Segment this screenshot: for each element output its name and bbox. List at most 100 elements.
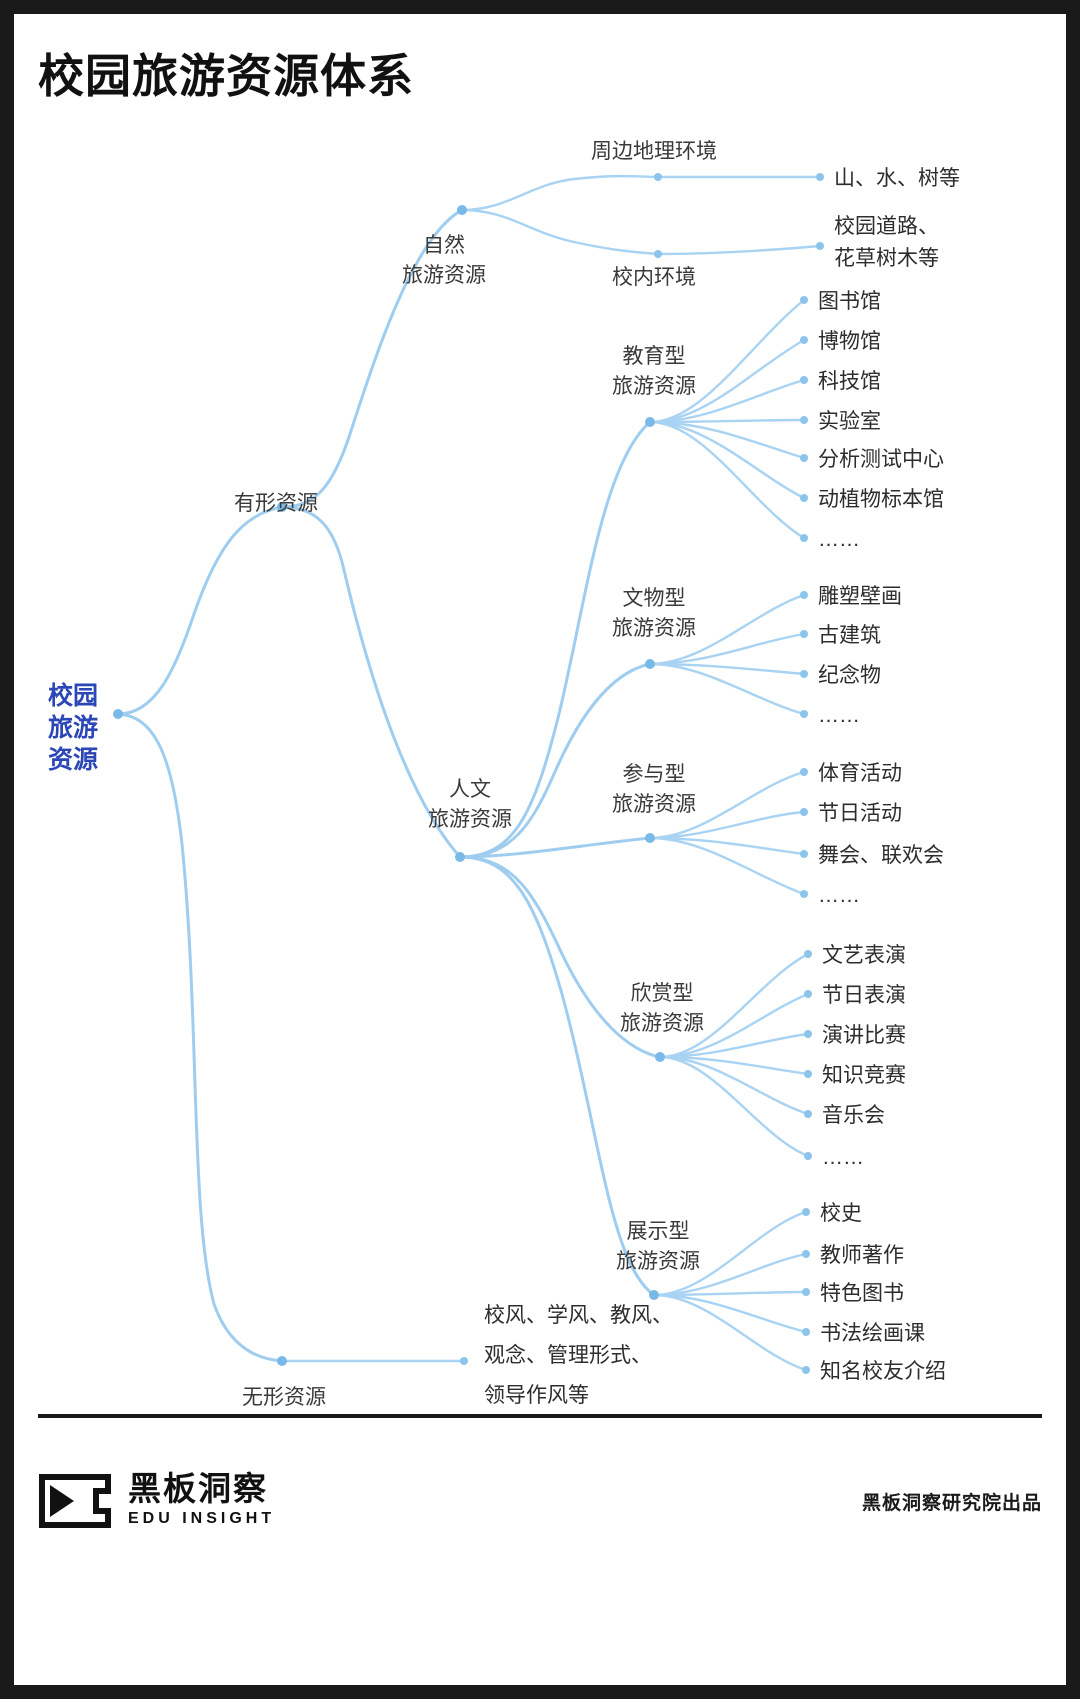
node-appreciation-line1: 欣赏型 [631, 982, 694, 1005]
node-dot-natural [457, 205, 467, 215]
leaf-mountain-water-tree[interactable]: 山、水、树等 [834, 167, 960, 190]
node-dot-appreciation [655, 1052, 665, 1062]
node-dot-tangible [277, 502, 287, 512]
node-intangible-leaf[interactable]: 校风、学风、教风、 观念、管理形式、 领导作风等 [484, 1304, 673, 1407]
link-group-education [648, 298, 806, 540]
leaf-sports-activity[interactable]: 体育活动 [818, 762, 902, 785]
link-group-root [116, 505, 284, 1363]
node-humanistic-line1: 人文 [449, 778, 491, 801]
leaf-campus-roads-line1: 校园道路、 [834, 215, 939, 238]
node-exhibition-line1: 展示型 [627, 1220, 690, 1243]
leaf-group-participatory: 体育活动 节日活动 舞会、联欢会 …… [818, 762, 944, 907]
node-education-line1: 教育型 [623, 345, 686, 368]
leaf-calligraphy-painting[interactable]: 书法绘画课 [820, 1322, 925, 1345]
node-participatory[interactable]: 参与型 旅游资源 [612, 763, 696, 816]
leaf-dots [460, 173, 824, 1374]
brand-text: 黑板洞察 EDU INSIGHT [128, 1469, 276, 1530]
node-relics[interactable]: 文物型 旅游资源 [612, 587, 696, 640]
leaf-special-books[interactable]: 特色图书 [820, 1282, 904, 1305]
node-participatory-line1: 参与型 [623, 763, 686, 786]
leaf-speech-contest[interactable]: 演讲比赛 [822, 1024, 906, 1047]
page-title: 校园旅游资源体系 [38, 50, 414, 102]
leaf-group-relics: 雕塑壁画 古建筑 纪念物 …… [818, 585, 902, 727]
node-geo-environment[interactable]: 周边地理环境 [591, 140, 717, 163]
leaf-relics-more[interactable]: …… [818, 704, 860, 727]
leaf-museum[interactable]: 博物馆 [818, 330, 881, 353]
node-intangible-leaf-line3: 领导作风等 [484, 1384, 589, 1407]
node-participatory-line2: 旅游资源 [612, 793, 696, 816]
leaf-campus-roads[interactable]: 校园道路、 花草树木等 [834, 215, 939, 270]
link-group-appreciation [658, 952, 810, 1158]
leaf-campus-roads-line2: 花草树木等 [834, 247, 939, 270]
footer: 黑板洞察 EDU INSIGHT 黑板洞察研究院出品 [38, 1446, 1042, 1556]
leaf-group-appreciation: 文艺表演 节日表演 演讲比赛 知识竞赛 音乐会 …… [822, 944, 906, 1169]
brand-name-cn: 黑板洞察 [128, 1469, 268, 1507]
node-dot-participatory [645, 833, 655, 843]
node-root-line3: 资源 [48, 746, 98, 774]
leaf-laboratory[interactable]: 实验室 [818, 410, 881, 433]
edu-insight-logo-icon [39, 1474, 111, 1528]
leaf-education-more[interactable]: …… [818, 528, 860, 551]
leaf-famous-alumni[interactable]: 知名校友介绍 [820, 1360, 946, 1383]
leaf-specimen-museum[interactable]: 动植物标本馆 [818, 488, 944, 511]
leaf-festival-activity[interactable]: 节日活动 [818, 802, 902, 825]
node-dot-humanistic [455, 852, 465, 862]
link-group-humanistic [458, 420, 662, 1297]
footer-divider [38, 1414, 1042, 1418]
leaf-concert[interactable]: 音乐会 [822, 1104, 885, 1127]
node-natural-line1: 自然 [423, 234, 465, 257]
node-natural-line2: 旅游资源 [402, 264, 486, 287]
link-group-relics [648, 593, 806, 716]
leaf-festival-performance[interactable]: 节日表演 [822, 984, 906, 1007]
leaf-ball-party[interactable]: 舞会、联欢会 [818, 844, 944, 867]
leaf-ancient-building[interactable]: 古建筑 [818, 624, 881, 647]
node-root[interactable]: 校园 旅游 资源 [48, 681, 98, 774]
mindmap-diagram: 校园 旅游 资源 有形资源 无形资源 校风、学风、教风、 观念、管理形式、 领导… [48, 140, 960, 1409]
node-root-line1: 校园 [48, 681, 98, 710]
node-humanistic[interactable]: 人文 旅游资源 [428, 778, 512, 831]
node-root-line2: 旅游 [48, 713, 98, 742]
leaf-analysis-center[interactable]: 分析测试中心 [818, 448, 944, 471]
leaf-teacher-works[interactable]: 教师著作 [820, 1244, 904, 1267]
node-appreciation[interactable]: 欣赏型 旅游资源 [620, 982, 704, 1035]
link-group-participatory [648, 770, 806, 896]
node-education[interactable]: 教育型 旅游资源 [612, 345, 696, 398]
leaf-library[interactable]: 图书馆 [818, 290, 881, 313]
node-dot-education [645, 417, 655, 427]
node-dot-exhibition [649, 1290, 659, 1300]
leaf-knowledge-contest[interactable]: 知识竞赛 [822, 1064, 906, 1087]
node-campus-environment[interactable]: 校内环境 [612, 266, 696, 289]
node-appreciation-line2: 旅游资源 [620, 1012, 704, 1035]
node-intangible-leaf-line2: 观念、管理形式、 [484, 1344, 652, 1367]
leaf-appreciation-more[interactable]: …… [822, 1146, 864, 1169]
link-group-tangible [280, 208, 464, 859]
node-exhibition-line2: 旅游资源 [616, 1250, 700, 1273]
leaf-participatory-more[interactable]: …… [818, 884, 860, 907]
node-natural[interactable]: 自然 旅游资源 [402, 234, 486, 287]
node-intangible-leaf-line1: 校风、学风、教风、 [484, 1304, 673, 1327]
leaf-art-performance[interactable]: 文艺表演 [822, 944, 906, 967]
brand-name-en: EDU INSIGHT [128, 1510, 276, 1528]
leaf-group-education: 图书馆 博物馆 科技馆 实验室 分析测试中心 动植物标本馆 …… [818, 290, 944, 551]
footer-credit: 黑板洞察研究院出品 [861, 1492, 1042, 1514]
node-intangible[interactable]: 无形资源 [242, 1386, 326, 1409]
node-dot-root [113, 709, 123, 719]
node-relics-line2: 旅游资源 [612, 617, 696, 640]
leaf-school-history[interactable]: 校史 [820, 1202, 862, 1225]
node-humanistic-line2: 旅游资源 [428, 808, 512, 831]
leaf-monument[interactable]: 纪念物 [818, 664, 881, 687]
link-group-natural [460, 174, 660, 256]
link-group-campus-env [656, 244, 822, 256]
node-tangible[interactable]: 有形资源 [234, 492, 318, 515]
node-dot-intangible [277, 1356, 287, 1366]
leaf-group-exhibition: 校史 教师著作 特色图书 书法绘画课 知名校友介绍 [820, 1202, 946, 1383]
brand-logo: 黑板洞察 EDU INSIGHT [38, 1469, 276, 1530]
leaf-sculpture-mural[interactable]: 雕塑壁画 [818, 585, 902, 608]
leaf-science-museum[interactable]: 科技馆 [818, 370, 881, 393]
node-dot-campus-env [654, 250, 662, 258]
node-exhibition[interactable]: 展示型 旅游资源 [616, 1220, 700, 1273]
link-group-exhibition [652, 1210, 808, 1372]
node-education-line2: 旅游资源 [612, 375, 696, 398]
poster-body: 校园旅游资源体系 [14, 14, 1066, 1685]
